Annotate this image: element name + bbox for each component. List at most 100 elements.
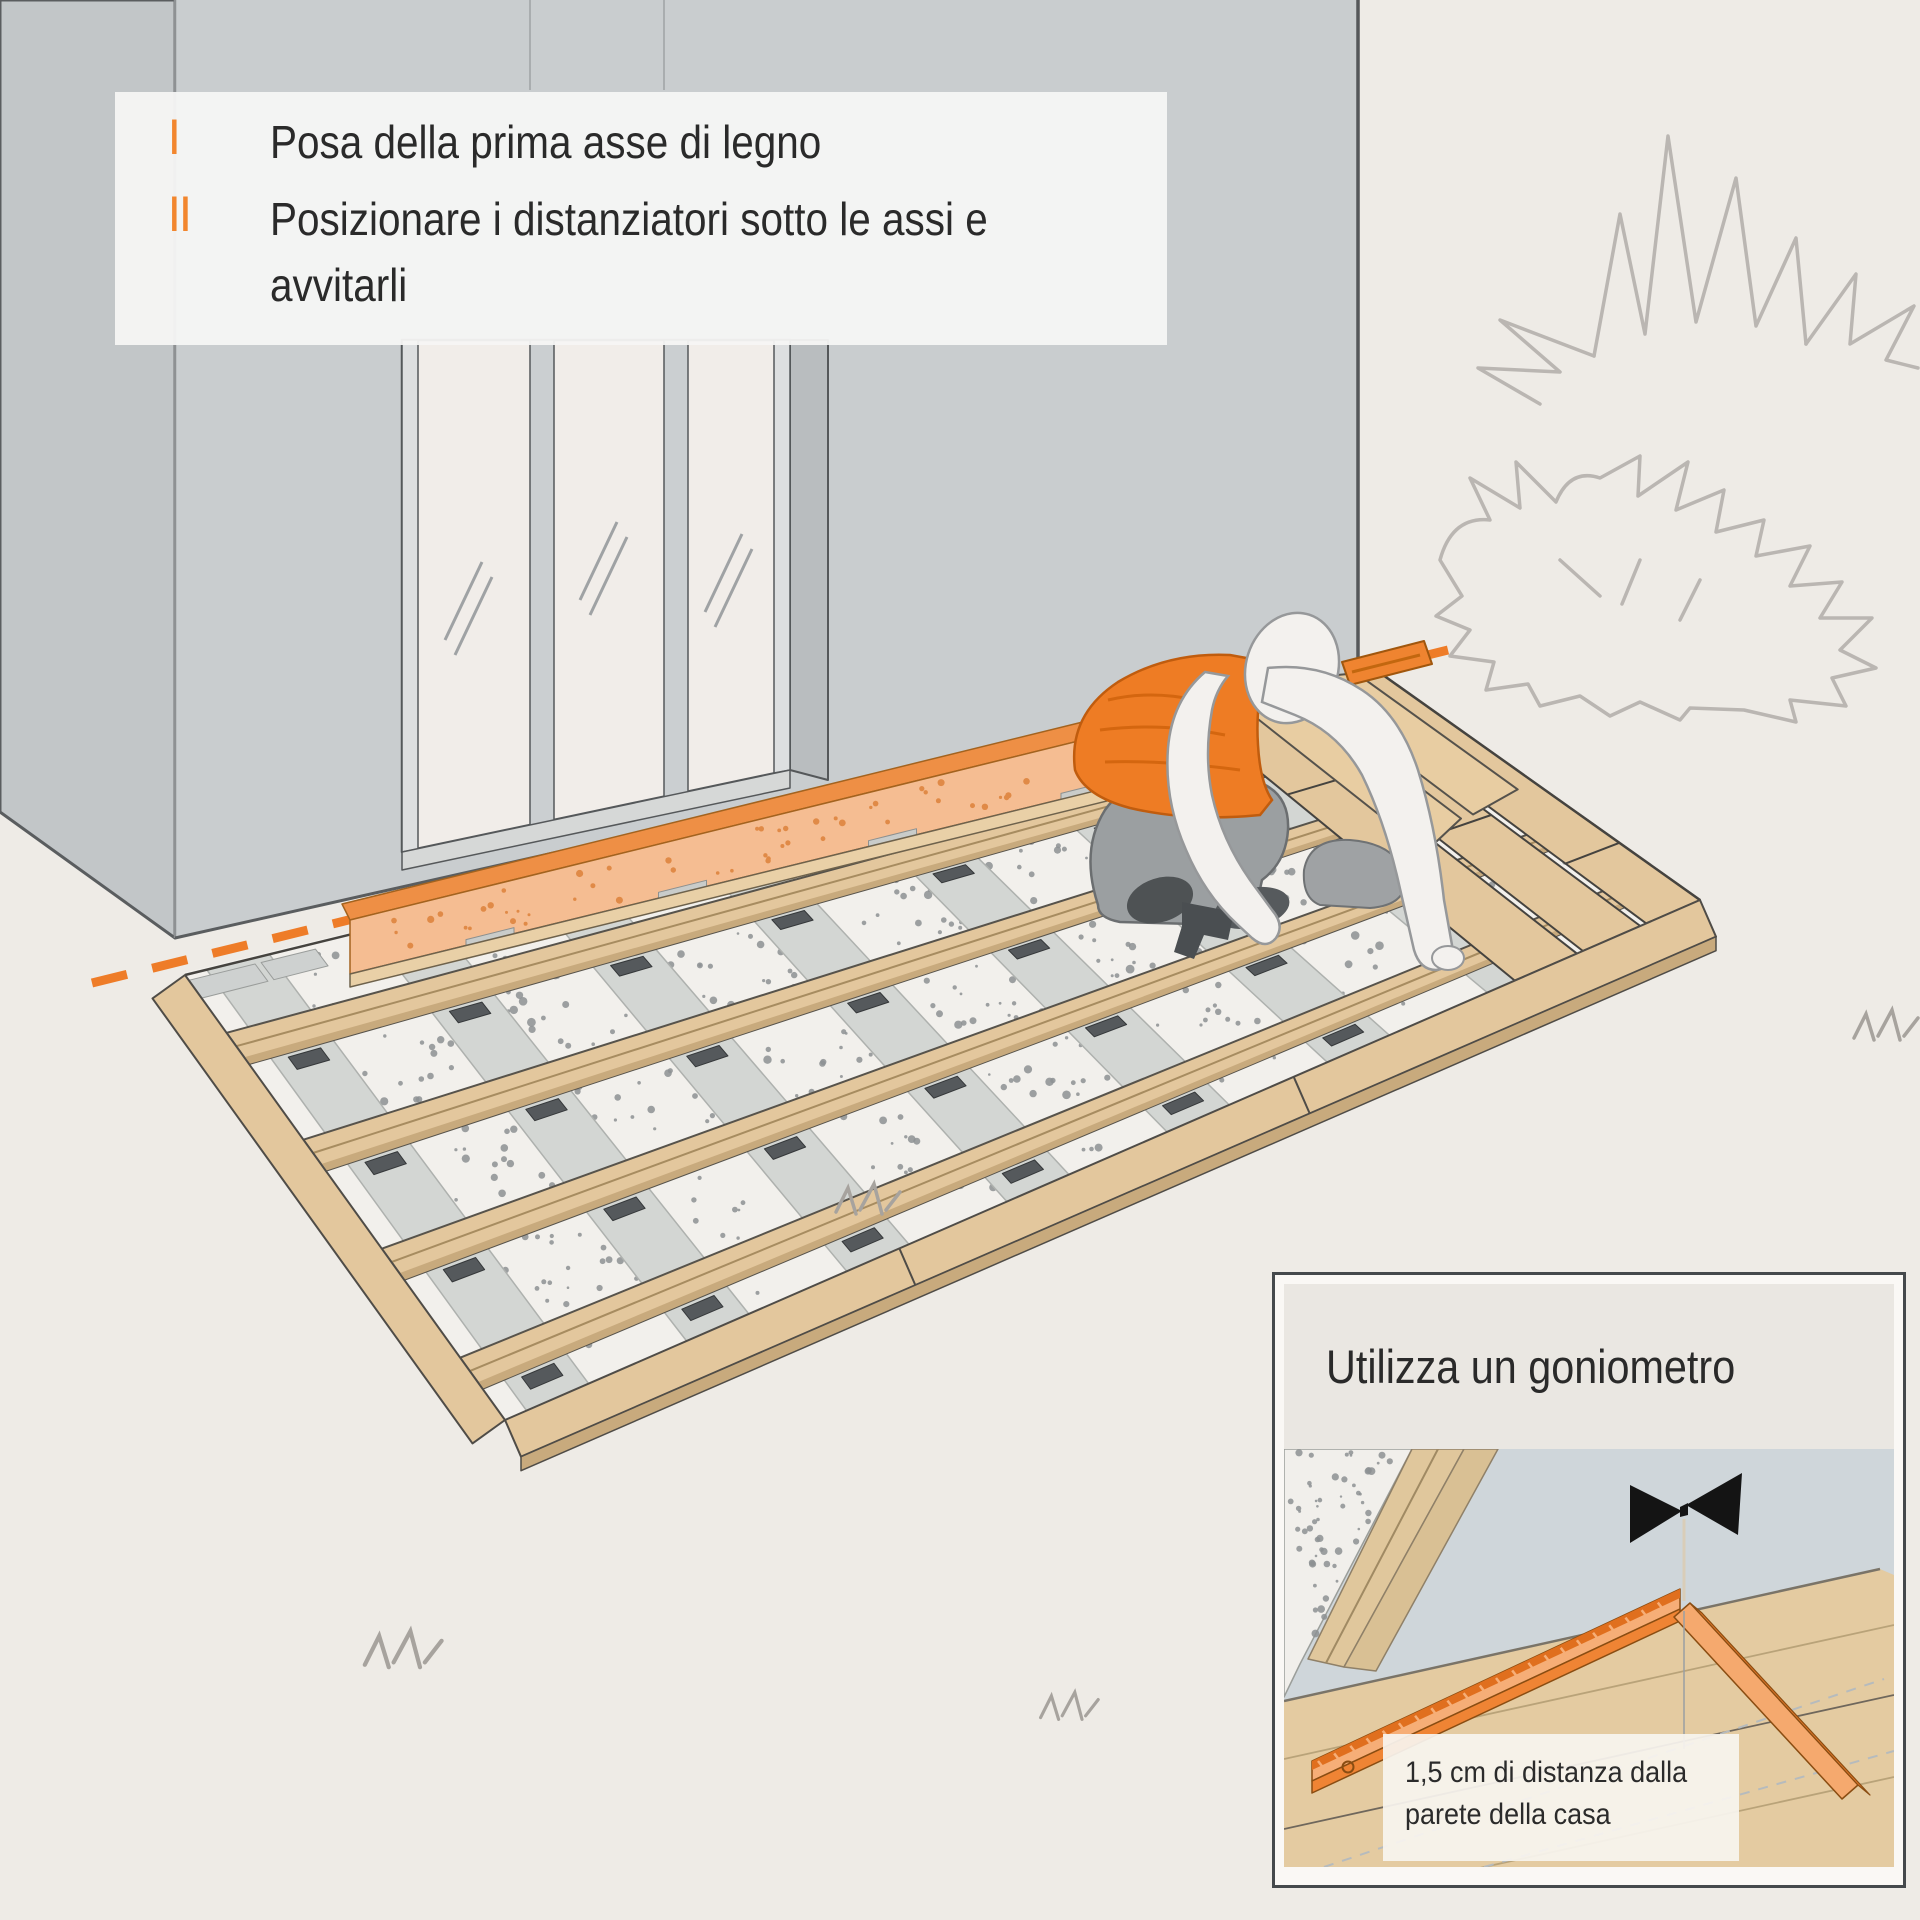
gravel-speckle xyxy=(1096,958,1101,963)
gravel-speckle xyxy=(1340,1503,1346,1509)
gravel-speckle xyxy=(915,919,922,927)
worker-left-arm xyxy=(1166,670,1281,946)
board-speckle xyxy=(777,828,782,833)
bracket-scale-tick xyxy=(1333,1752,1343,1764)
gravel-speckle xyxy=(1287,867,1296,876)
gravel-speckle xyxy=(954,1020,963,1029)
gravel-speckle xyxy=(998,1001,1002,1005)
gravel-speckle xyxy=(913,1137,921,1145)
board-speckle xyxy=(885,819,890,825)
gravel-speckle xyxy=(1313,1583,1317,1588)
gravel-speckle xyxy=(1317,1605,1325,1613)
steps-callout: I Posa della prima asse di legno II Posi… xyxy=(115,92,1167,345)
gravel-speckle xyxy=(879,1116,887,1125)
gravel-speckle xyxy=(1045,1077,1054,1087)
spacer-block xyxy=(1245,954,1288,977)
gravel-speckle xyxy=(839,1045,843,1050)
detail-inset-box: Utilizza un goniometro 1,5 cm di distanz… xyxy=(1272,1272,1906,1888)
gravel-speckle xyxy=(936,1010,943,1018)
gravel-speckle xyxy=(1341,1476,1348,1483)
bracket-scale-tick xyxy=(1495,1677,1504,1688)
spacer-block xyxy=(847,992,890,1014)
glass-reflection xyxy=(443,561,484,641)
gravel-speckle xyxy=(740,1200,746,1206)
spacer-block xyxy=(287,1047,331,1070)
spacer-block xyxy=(525,1098,568,1122)
gravel-speckle xyxy=(756,940,765,949)
gravel-speckle xyxy=(1029,1089,1037,1098)
gravel-speckle xyxy=(1365,1518,1371,1525)
bracket-scale-tick xyxy=(1397,1722,1407,1734)
gravel-speckle xyxy=(988,1073,991,1076)
gravel-speckle xyxy=(504,1128,510,1135)
bracket-scale-tick xyxy=(1414,1714,1424,1726)
gravel-speckle xyxy=(1182,986,1190,994)
board-speckle xyxy=(998,795,1003,800)
door-threshold xyxy=(401,769,791,871)
gravel-speckle xyxy=(780,1058,785,1064)
board-speckle xyxy=(715,871,720,875)
grass-tuft xyxy=(362,1625,444,1670)
gravel-speckle xyxy=(430,1049,438,1057)
gravel-speckle xyxy=(1212,1003,1217,1008)
gravel-speckle xyxy=(677,950,685,958)
deck-right-edge xyxy=(1379,672,1701,902)
spacer-block xyxy=(1085,1015,1128,1038)
door-recess-side xyxy=(789,339,829,781)
gravel-speckle xyxy=(1360,1500,1365,1505)
gravel-speckle xyxy=(841,1029,847,1035)
bracket-scale-tick xyxy=(1608,1624,1618,1635)
glass-reflection xyxy=(578,521,619,601)
gravel-speckle xyxy=(610,1029,615,1035)
gravel-speckle xyxy=(1128,942,1137,951)
gravel-speckle xyxy=(428,1043,436,1051)
board-speckle xyxy=(487,902,494,909)
gravel-speckle xyxy=(1094,1143,1103,1152)
bracket-scale-tick xyxy=(1656,1601,1666,1613)
gravel-speckle xyxy=(1030,897,1038,905)
board-speckle xyxy=(606,865,612,871)
spacer-block xyxy=(771,910,814,930)
gravel-speckle xyxy=(692,1217,699,1224)
gravel-speckle xyxy=(697,1175,702,1180)
gravel-speckle xyxy=(528,1025,536,1033)
gravel-speckle xyxy=(923,977,930,984)
gravel-speckle xyxy=(1353,1538,1360,1545)
gravel-speckle xyxy=(765,1046,771,1053)
gravel-speckle xyxy=(1110,974,1114,978)
gravel-speckle xyxy=(692,1093,698,1099)
gravel-speckle xyxy=(312,1004,316,1008)
board-speckle xyxy=(755,826,760,831)
gravel-speckle xyxy=(518,997,528,1006)
gravel-speckle xyxy=(696,962,703,969)
gravel-speckle xyxy=(1312,1519,1318,1525)
gravel-speckle xyxy=(1215,1008,1222,1015)
gravel-speckle xyxy=(1352,1483,1356,1488)
bracket-scale-tick xyxy=(1430,1707,1440,1718)
gravel-speckle xyxy=(1089,920,1097,928)
clamp-icon xyxy=(1341,640,1433,686)
gravel-speckle xyxy=(1104,1074,1111,1081)
inset-caption-box: 1,5 cm di distanza dalla parete della ca… xyxy=(1383,1734,1739,1861)
inset-caption-line1: 1,5 cm di distanza dalla xyxy=(1405,1756,1688,1789)
gravel-speckle xyxy=(707,963,714,969)
board-speckle xyxy=(820,836,826,842)
bush-leaves xyxy=(1476,318,1596,406)
spacer-block xyxy=(1322,1023,1365,1047)
step-marker-i: I xyxy=(170,109,182,165)
gravel-speckle xyxy=(491,1161,498,1168)
gravel-speckle xyxy=(383,1034,387,1038)
gravel-speckle xyxy=(1358,1492,1362,1496)
gravel-speckle xyxy=(1023,1065,1033,1074)
gravel-speckle xyxy=(1367,948,1374,955)
gravel-speckle xyxy=(398,1080,403,1086)
gravel-speckle xyxy=(1344,960,1353,969)
border-seam xyxy=(898,1248,917,1286)
spacer-block xyxy=(521,1362,564,1390)
gravel-speckle xyxy=(557,1038,564,1045)
gravel-speckle xyxy=(1076,1092,1080,1096)
gravel-speckle xyxy=(1149,962,1156,969)
board-speckle xyxy=(391,917,397,924)
gravel-speckle xyxy=(958,925,963,930)
gravel-speckle xyxy=(1375,941,1384,950)
